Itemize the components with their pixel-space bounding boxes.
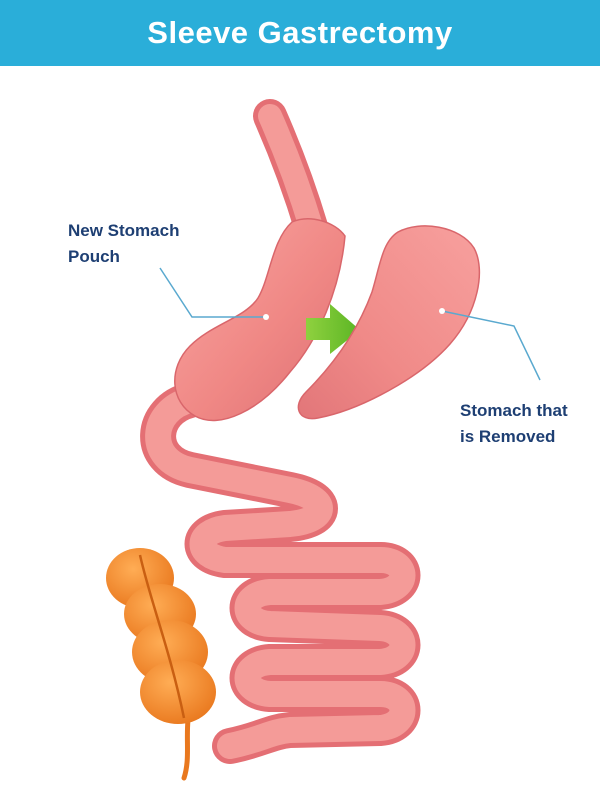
stomach-illustration: [106, 99, 541, 781]
pancreas: [106, 548, 216, 781]
removed-leader-line: [441, 310, 541, 381]
esophagus: [253, 99, 329, 247]
removed-stomach-label-line-1: Stomach that: [460, 401, 568, 420]
removed-stomach-label: Stomach that is Removed: [460, 398, 568, 450]
removed-marker: [439, 308, 445, 314]
small-intestine: [140, 382, 421, 764]
removed-stomach-label-line-2: is Removed: [460, 427, 556, 446]
arrow-icon: [306, 304, 360, 354]
new-stomach-pouch-label-line-1: New Stomach: [68, 221, 180, 240]
removed-stomach: [297, 225, 481, 420]
pouch-marker: [263, 314, 269, 320]
title-banner: Sleeve Gastrectomy: [0, 0, 600, 66]
pouch-leader-line: [159, 267, 266, 318]
new-stomach-pouch-label-line-2: Pouch: [68, 247, 120, 266]
new-stomach-pouch: [174, 218, 346, 422]
new-stomach-pouch-label: New Stomach Pouch: [68, 218, 179, 270]
page-title: Sleeve Gastrectomy: [147, 15, 453, 50]
